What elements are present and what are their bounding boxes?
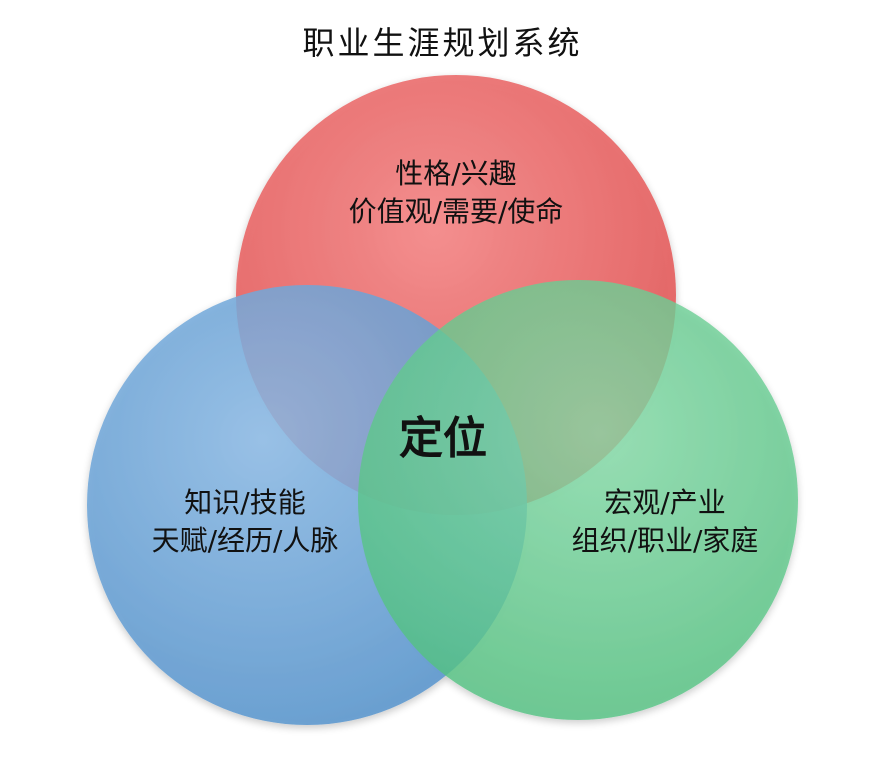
- circle-top-label: 性格/兴趣 价值观/需要/使命: [306, 155, 606, 231]
- center-label: 定位: [399, 413, 487, 464]
- circle-left-line-1: 知识/技能: [184, 486, 306, 519]
- diagram-title: 职业生涯规划系统: [302, 24, 583, 62]
- circle-left-label: 知识/技能 天赋/经历/人脉: [100, 484, 390, 560]
- circle-right-line-1: 宏观/产业: [604, 486, 726, 519]
- circle-right-line-2: 组织/职业/家庭: [571, 524, 759, 557]
- circle-left-line-2: 天赋/经历/人脉: [151, 524, 339, 557]
- circle-right: [358, 280, 798, 720]
- circle-right-label: 宏观/产业 组织/职业/家庭: [510, 484, 820, 560]
- circle-top-line-2: 价值观/需要/使命: [348, 195, 564, 228]
- circle-top-line-1: 性格/兴趣: [395, 157, 517, 190]
